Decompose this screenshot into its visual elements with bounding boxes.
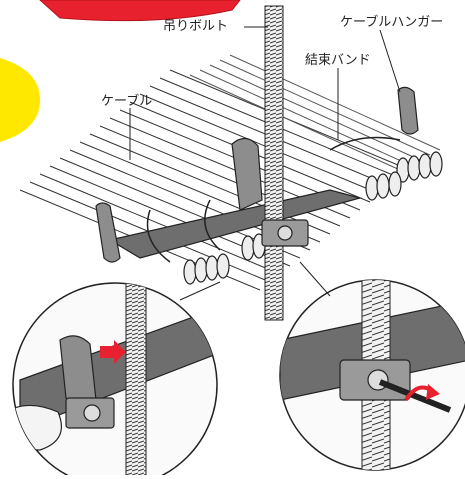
cable-hanger-hook-left <box>95 202 121 263</box>
label-cable: ケーブル <box>101 94 153 109</box>
cable-hanger-hook-right <box>397 86 419 135</box>
label-binding-band: 結束バンド <box>305 53 371 68</box>
red-banner <box>39 0 241 22</box>
label-suspension-bolt: 吊りボルト <box>163 19 229 34</box>
cable-hanger-bar <box>108 189 363 259</box>
zoom-detail-left <box>12 282 218 479</box>
yellow-badge <box>0 58 40 142</box>
zoom-detail-right <box>279 279 465 471</box>
binding-band <box>329 136 401 151</box>
cable-bundle <box>19 54 441 291</box>
label-cable-hanger: ケーブルハンガー <box>340 15 444 30</box>
push-arrow <box>100 340 126 364</box>
cable-hanger-center <box>231 137 263 211</box>
cable-ends-right <box>365 151 443 201</box>
suspension-bolt <box>264 5 284 321</box>
